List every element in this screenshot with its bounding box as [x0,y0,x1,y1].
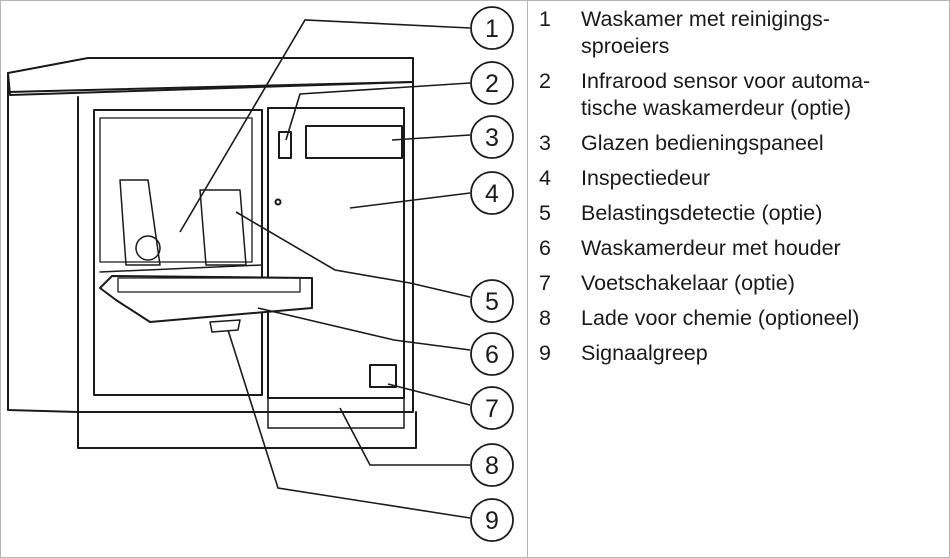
legend-item: 4 Inspectiedeur [535,165,945,192]
legend-item: 9 Signaalgreep [535,340,945,367]
legend-line: Infrarood sensor voor automa- [581,69,871,93]
legend-line: Glazen bedieningspaneel [581,131,824,155]
legend-line: Belastingsdetectie (optie) [581,201,823,225]
legend-number: 7 [539,271,551,295]
callout-circle-8 [470,443,514,487]
wash-chamber-frame [93,109,263,396]
callout-circle-5 [470,279,514,323]
legend-line: Voetschakelaar (optie) [581,271,795,295]
leader-6 [257,307,471,351]
legend-text: Voetschakelaar (optie) [581,270,945,297]
legend-line: sproeiers [581,34,670,58]
leader-9 [227,329,471,519]
callout-number-2: 2 [485,70,499,98]
legend-text: Infrarood sensor voor automa- tische was… [581,68,945,122]
open-door [99,275,313,323]
legend-text: Signaalgreep [581,340,945,367]
callout-circle-2 [470,61,514,105]
legend-item: 6 Waskamerdeur met houder [535,235,945,262]
foot-switch [369,364,397,388]
leader-3 [391,134,471,141]
kickplate [77,411,417,449]
callout-number-9: 9 [485,507,499,535]
callout-number-1: 1 [485,15,499,43]
glass-control-panel [305,125,403,159]
legend: 1 Waskamer met reinigings- sproeiers 2 I… [535,6,945,375]
column-divider [527,0,528,558]
legend-line: Lade voor chemie (optioneel) [581,306,860,330]
callout-number-4: 4 [485,180,499,208]
legend-line: tische waskamerdeur (optie) [581,96,852,120]
basket-left [119,179,161,266]
callout-circle-3 [470,115,514,159]
spray-arm [99,264,263,273]
basket-right [199,189,247,266]
ir-sensor [278,131,292,159]
legend-text: Waskamerdeur met houder [581,235,945,262]
callout-circle-6 [470,332,514,376]
legend-number: 9 [539,341,551,365]
legend-item: 5 Belastingsdetectie (optie) [535,200,945,227]
legend-number: 1 [539,7,551,31]
legend-text: Lade voor chemie (optioneel) [581,305,945,332]
legend-item: 3 Glazen bedieningspaneel [535,130,945,157]
legend-text: Inspectiedeur [581,165,945,192]
legend-text: Waskamer met reinigings- sproeiers [581,6,945,60]
callout-circle-7 [470,386,514,430]
legend-item: 8 Lade voor chemie (optioneel) [535,305,945,332]
legend-line: Waskamer met reinigings- [581,7,830,31]
leader-1 [179,19,471,233]
callout-number-6: 6 [485,341,499,369]
callout-circle-1 [470,6,514,50]
callout-circle-9 [470,498,514,542]
leader-4 [349,192,471,209]
legend-item: 1 Waskamer met reinigings- sproeiers [535,6,945,60]
washer-illustration: 1 2 3 4 5 6 7 8 9 [7,6,514,542]
legend-line: Signaalgreep [581,341,708,365]
legend-line: Waskamerdeur met houder [581,236,841,260]
chemical-drawer [267,397,405,429]
cabinet-left-side [7,91,79,413]
basket-wheel [135,235,161,261]
door-rack [117,277,301,293]
signal-handle [209,319,241,333]
leader-5 [235,211,471,298]
door-lock-pin [274,198,282,206]
legend-number: 2 [539,69,551,93]
legend-number: 4 [539,166,551,190]
worktop [7,57,414,96]
leader-lines [179,19,471,519]
legend-text: Glazen bedieningspaneel [581,130,945,157]
callout-number-7: 7 [485,395,499,423]
wash-chamber-rear [99,117,253,263]
legend-text: Belastingsdetectie (optie) [581,200,945,227]
legend-item: 2 Infrarood sensor voor automa- tische w… [535,68,945,122]
legend-number: 8 [539,306,551,330]
leader-2 [285,82,471,141]
leader-7 [387,383,471,406]
callout-circle-4 [470,171,514,215]
cabinet-front [77,81,414,413]
legend-item: 7 Voetschakelaar (optie) [535,270,945,297]
callout-number-5: 5 [485,288,499,316]
legend-number: 3 [539,131,551,155]
callout-number-8: 8 [485,452,499,480]
callout-number-3: 3 [485,124,499,152]
legend-number: 5 [539,201,551,225]
legend-line: Inspectiedeur [581,166,711,190]
legend-number: 6 [539,236,551,260]
leader-8 [339,407,470,466]
